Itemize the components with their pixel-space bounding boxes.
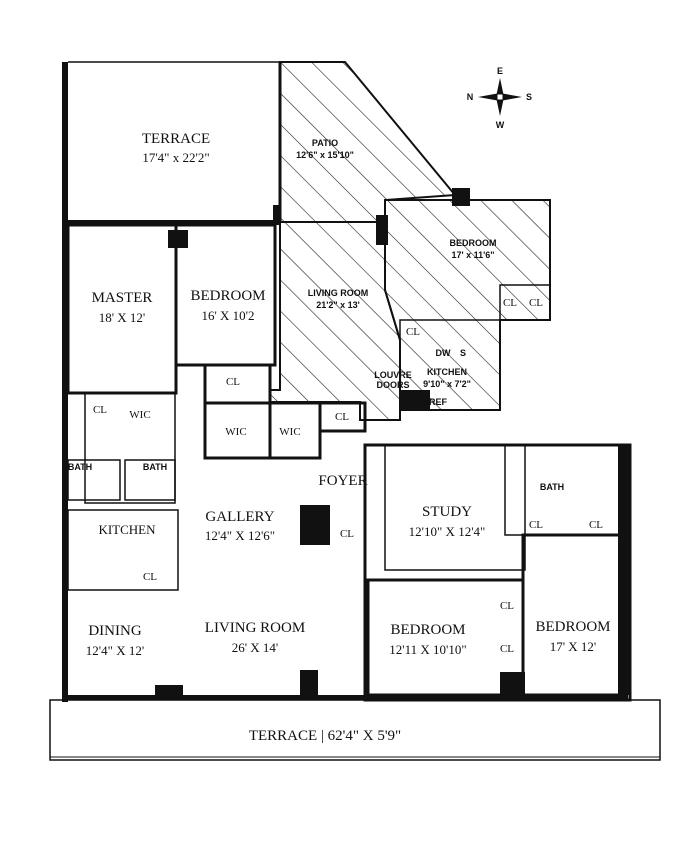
svg-text:BEDROOM: BEDROOM [535,619,610,635]
closet-label: CL [589,519,603,531]
svg-text:REF: REF [429,397,448,407]
svg-text:E: E [497,66,503,76]
svg-text:W: W [496,120,505,130]
patio-area [279,61,458,223]
compass-icon: E N S W [467,66,532,130]
room-living-upper: LIVING ROOM 21'2" x 13' [308,288,369,310]
room-bedroom-16: BEDROOM 16' X 10'2 [190,288,265,323]
svg-text:DOORS: DOORS [376,380,409,390]
svg-text:26' X 14': 26' X 14' [232,640,279,655]
room-foyer: FOYER [318,473,367,489]
svg-text:PATIO: PATIO [312,138,338,148]
room-gallery: GALLERY 12'4" X 12'6" [205,509,275,543]
bath-label: BATH [540,482,564,492]
svg-text:12'11 X 10'10": 12'11 X 10'10" [389,642,466,657]
svg-text:12'4" X 12': 12'4" X 12' [86,643,144,658]
room-living: LIVING ROOM 26' X 14' [205,620,305,655]
svg-text:18' X 12': 18' X 12' [99,310,146,325]
svg-text:17'4" x 22'2": 17'4" x 22'2" [142,150,209,165]
room-master: MASTER 18' X 12' [92,290,153,325]
room-bedroom-17: BEDROOM 17' X 12' [535,619,610,654]
room-terrace-bottom: TERRACE | 62'4" X 5'9" [249,728,401,744]
svg-text:DINING: DINING [88,623,141,639]
closet-label: CL [340,528,354,540]
room-terrace-top: TERRACE 17'4" x 22'2" [142,131,210,165]
svg-text:LIVING ROOM: LIVING ROOM [205,620,305,636]
svg-text:KITCHEN: KITCHEN [98,522,156,537]
svg-text:BEDROOM: BEDROOM [450,238,497,248]
svg-text:12'10" X 12'4": 12'10" X 12'4" [409,524,486,539]
room-bedroom-upper: BEDROOM 17' x 11'6" [450,238,497,260]
svg-text:STUDY: STUDY [422,504,472,520]
svg-text:17' x 11'6": 17' x 11'6" [451,250,494,260]
svg-text:16' X 10'2: 16' X 10'2 [201,308,254,323]
bath-label: BATH [143,462,167,472]
svg-text:N: N [467,92,474,102]
svg-text:BEDROOM: BEDROOM [190,288,265,304]
svg-text:21'2" x 13': 21'2" x 13' [316,300,360,310]
svg-text:BEDROOM: BEDROOM [390,622,465,638]
walls [62,61,632,702]
svg-text:LIVING ROOM: LIVING ROOM [308,288,369,298]
svg-text:LOUVRE: LOUVRE [374,370,412,380]
svg-text:12'6" x 15'10": 12'6" x 15'10" [296,150,354,160]
wic-label: WIC [225,426,246,438]
svg-text:17' X 12': 17' X 12' [550,639,597,654]
room-patio: PATIO 12'6" x 15'10" [296,138,354,160]
svg-text:CL: CL [503,297,517,309]
svg-text:CL: CL [529,297,543,309]
room-bedroom-12: BEDROOM 12'11 X 10'10" [389,622,466,657]
room-kitchen: KITCHEN CL [98,522,157,583]
room-study: STUDY 12'10" X 12'4" [409,504,486,539]
bath-label: BATH [68,462,92,472]
svg-text:12'4" X 12'6": 12'4" X 12'6" [205,528,275,543]
svg-text:MASTER: MASTER [92,290,153,306]
svg-text:CL: CL [406,326,420,338]
living-upper-area [269,221,401,421]
svg-text:CL: CL [143,571,157,583]
closet-label: CL [335,411,349,423]
room-kitchen-upper: KITCHEN 9'10" x 7'2" LOUVRE DOORS DW S R… [374,297,543,407]
closet-label: CL [226,376,240,388]
svg-text:TERRACE: TERRACE [142,131,210,147]
svg-text:KITCHEN: KITCHEN [427,367,467,377]
closet-label: CL [500,643,514,655]
room-dining: DINING 12'4" X 12' [86,623,144,658]
svg-text:S: S [460,348,466,358]
wic-label: WIC [129,409,150,421]
wic-label: WIC [279,426,300,438]
bottom-terrace [49,699,661,761]
closet-label: CL [500,600,514,612]
svg-text:9'10" x 7'2": 9'10" x 7'2" [423,379,471,389]
svg-text:DW: DW [436,348,451,358]
svg-text:S: S [526,92,532,102]
closet-label: CL [93,404,107,416]
svg-text:GALLERY: GALLERY [205,509,274,525]
closet-label: CL [529,519,543,531]
